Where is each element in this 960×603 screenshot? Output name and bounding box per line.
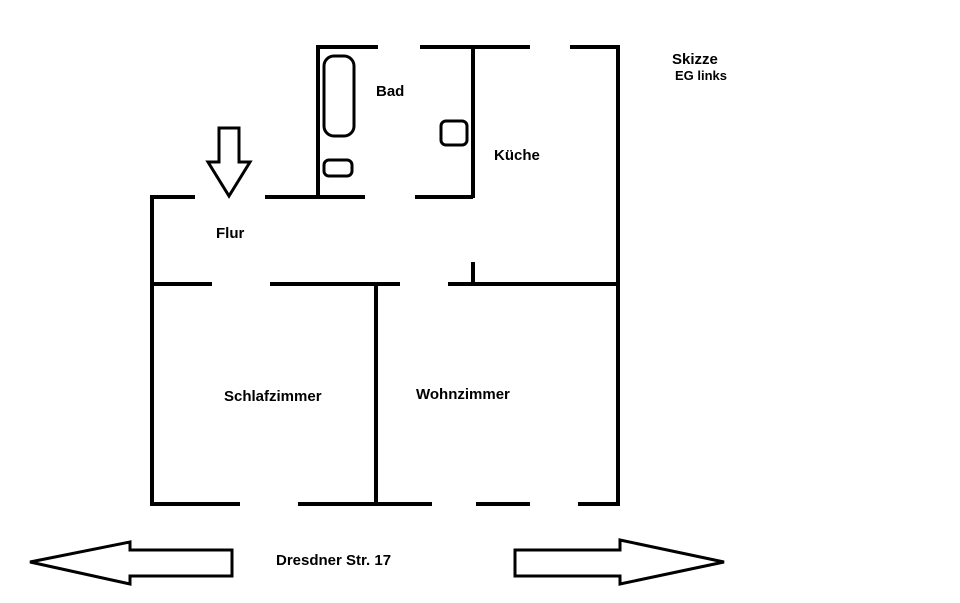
room-label-flur: Flur (216, 225, 244, 242)
sink-icon (439, 119, 469, 147)
room-label-bad: Bad (376, 83, 404, 100)
street-label: Dresdner Str. 17 (276, 552, 391, 569)
walls (150, 45, 620, 506)
title-line1: Skizze (672, 51, 718, 68)
room-label-kueche: Küche (494, 147, 540, 164)
room-label-wohnzimmer: Wohnzimmer (416, 386, 510, 403)
fixtures (322, 54, 469, 178)
room-label-schlafzimmer: Schlafzimmer (224, 388, 322, 405)
arrow-down-icon (205, 126, 253, 199)
arrow-left-icon (29, 540, 234, 586)
toilet-icon (322, 158, 354, 178)
title-line2: EG links (675, 68, 727, 83)
bathtub-icon (322, 54, 356, 138)
arrow-right-icon (513, 538, 725, 586)
